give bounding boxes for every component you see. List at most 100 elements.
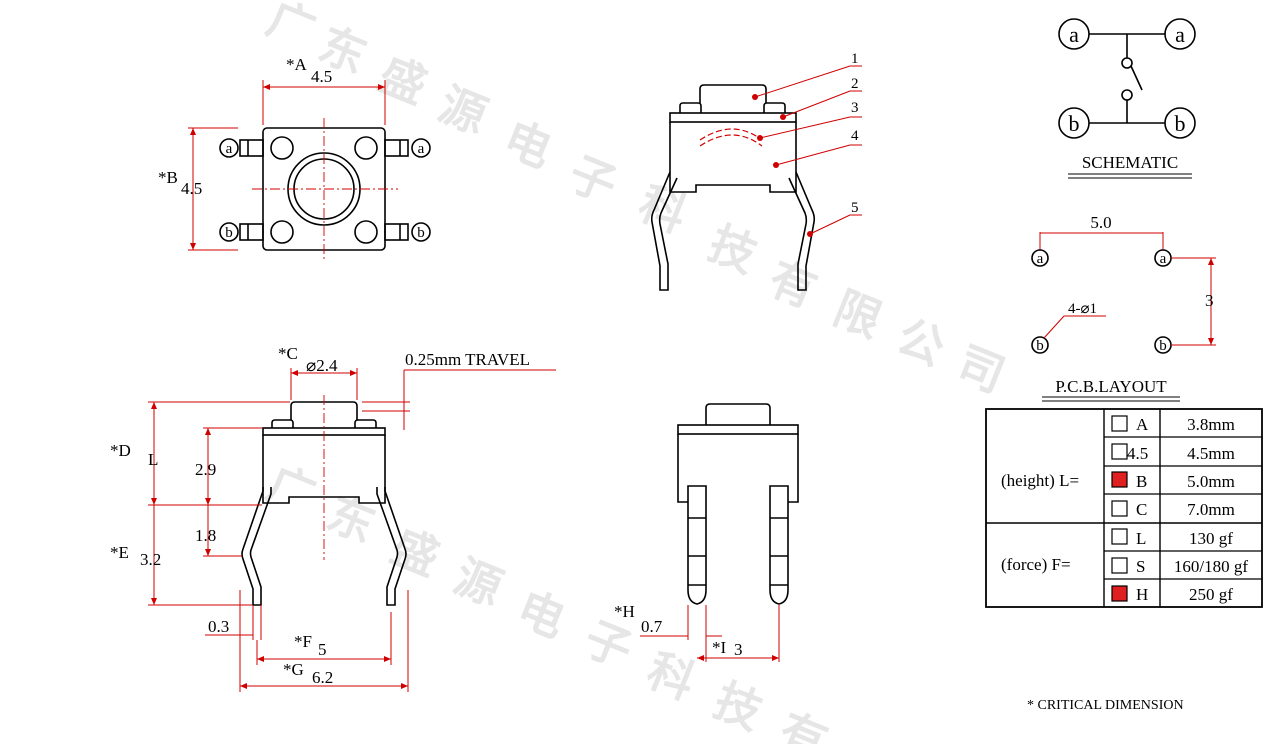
front-view: 1 2 3 4 5 — [650, 51, 862, 291]
travel-note: 0.25mm TRAVEL — [405, 350, 530, 369]
watermark-char: 广 — [260, 456, 323, 523]
top-view: a a b b *A 4.5 *B 4.5 — [158, 55, 431, 262]
checkbox-height-45[interactable] — [1111, 443, 1128, 460]
dimension-03: 0.3 — [208, 617, 229, 636]
dimension-a-label: *A — [286, 55, 308, 74]
height-row: 4.5 4.5mm — [1111, 443, 1235, 463]
schematic-title: SCHEMATIC — [1082, 153, 1178, 172]
callout-4: 4 — [851, 128, 859, 144]
corner-hole — [270, 220, 294, 244]
force-value: 160/180 gf — [1174, 557, 1248, 576]
force-label: (force) F= — [1001, 555, 1071, 574]
height-value: 3.8mm — [1187, 415, 1235, 434]
height-value: 5.0mm — [1187, 472, 1235, 491]
schematic-pin-b-label: b — [1069, 111, 1080, 136]
watermark-char: 盛 — [384, 519, 447, 586]
critical-dimension-note: * CRITICAL DIMENSION — [1027, 698, 1184, 713]
metal-cover — [669, 112, 797, 123]
force-code: H — [1136, 585, 1148, 604]
pin-a-label: a — [418, 141, 425, 157]
watermark: 广 东 盛 源 电 子 科 技 有 限 公 司 广 东 盛 源 电 子 科 技 … — [260, 0, 1013, 744]
watermark-char: 限 — [826, 281, 889, 348]
dimension-d-value: L — [148, 450, 158, 469]
spec-table: (height) L= (force) F= A 3.8mm 4.5 4.5mm… — [985, 408, 1263, 608]
force-row: L 130 gf — [1111, 528, 1233, 548]
watermark-char: 有 — [772, 703, 835, 744]
dimension-a-value: 4.5 — [311, 67, 332, 86]
side-view: *C ⌀2.4 0.25mm TRAVEL *D L 2.9 1.8 *E 3.… — [110, 344, 556, 692]
switch-contact — [1121, 57, 1133, 69]
watermark-char: 子 — [561, 146, 624, 213]
watermark-char: 源 — [447, 549, 510, 616]
terminal-tab — [239, 139, 264, 157]
pcb-title: P.C.B.LAYOUT — [1055, 377, 1167, 396]
schematic-pin-b-label: b — [1175, 111, 1186, 136]
pin-b-label: b — [225, 225, 233, 241]
height-code: B — [1136, 472, 1147, 491]
force-row: H 250 gf — [1111, 585, 1233, 604]
switch-lever — [1130, 65, 1143, 91]
switch-contact — [1121, 89, 1133, 101]
watermark-char: 东 — [320, 486, 383, 553]
height-label: (height) L= — [1001, 471, 1079, 490]
pcb-pin-a: a — [1037, 251, 1044, 267]
pcb-hole-spec: 4-⌀1 — [1068, 301, 1097, 317]
watermark-char: 技 — [701, 216, 764, 283]
force-value: 250 gf — [1189, 585, 1233, 604]
pin-a-circle — [411, 138, 431, 158]
height-code: 4.5 — [1127, 444, 1148, 463]
dimension-e-value: 3.2 — [140, 550, 161, 569]
force-value: 130 gf — [1189, 529, 1233, 548]
corner-hole — [354, 220, 378, 244]
plunger-profile — [699, 84, 767, 103]
terminal-tab — [239, 223, 264, 241]
height-code: C — [1136, 500, 1147, 519]
dimension-d-label: *D — [110, 441, 131, 460]
checkbox-force-h-selected[interactable] — [1111, 585, 1128, 602]
checkbox-force-s[interactable] — [1111, 557, 1128, 574]
pcb-pin-a: a — [1160, 251, 1167, 267]
checkbox-height-a[interactable] — [1111, 415, 1128, 432]
force-code: S — [1136, 557, 1145, 576]
pcb-layout: 5.0 a a b b 3 4-⌀1 P.C.B.LAYOUT — [1031, 213, 1216, 402]
height-row: C 7.0mm — [1111, 500, 1235, 519]
checkbox-height-c[interactable] — [1111, 500, 1128, 517]
schematic: a a b b SCHEMATIC — [1058, 18, 1196, 179]
force-code: L — [1136, 529, 1146, 548]
dimension-c-label: *C — [278, 344, 298, 363]
dimension-i-label: *I — [712, 638, 727, 657]
pin-a-label: a — [226, 141, 233, 157]
watermark-char: 有 — [761, 251, 824, 318]
height-row: B 5.0mm — [1111, 471, 1235, 491]
height-value: 4.5mm — [1187, 444, 1235, 463]
watermark-char: 盛 — [371, 47, 434, 114]
watermark-char: 电 — [496, 111, 559, 178]
watermark-char: 电 — [510, 581, 573, 648]
watermark-char: 源 — [431, 77, 494, 144]
terminal-tab — [384, 139, 409, 157]
checkbox-height-b-selected[interactable] — [1111, 471, 1128, 488]
callout-3: 3 — [851, 100, 859, 116]
terminal-tab — [384, 223, 409, 241]
housing-body — [669, 122, 797, 193]
checkbox-force-l[interactable] — [1111, 528, 1128, 545]
pin-view: *H 0.7 *I 3 — [614, 403, 799, 662]
corner-hole — [270, 136, 294, 160]
pcb-pin-b: b — [1159, 338, 1167, 354]
height-row: A 3.8mm — [1111, 415, 1235, 434]
dimension-e-label: *E — [110, 543, 129, 562]
pcb-spacing-y: 3 — [1205, 291, 1214, 310]
dimension-f-label: *F — [294, 632, 312, 651]
dimension-18: 1.8 — [195, 526, 216, 545]
dimension-h-label: *H — [614, 602, 635, 621]
dimension-g-label: *G — [283, 660, 304, 679]
schematic-pin-a-label: a — [1069, 22, 1079, 47]
pcb-spacing-x: 5.0 — [1090, 213, 1111, 232]
pin-b-circle — [219, 222, 239, 242]
callout-1: 1 — [851, 51, 859, 67]
watermark-char: 科 — [640, 643, 703, 710]
pin-b-label: b — [417, 225, 425, 241]
height-value: 7.0mm — [1187, 500, 1235, 519]
watermark-char: 广 — [260, 0, 323, 58]
